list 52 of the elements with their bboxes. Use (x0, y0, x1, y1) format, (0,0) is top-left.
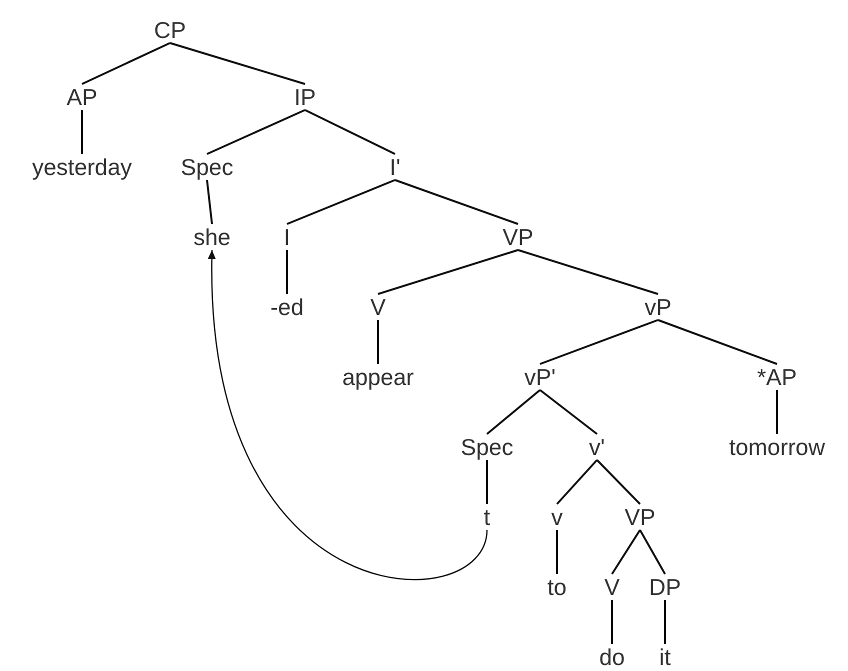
tree-branch (170, 42, 306, 85)
node-label: Spec (460, 434, 514, 460)
tree-branch (286, 250, 288, 294)
tree-branch (377, 320, 379, 364)
tree-branch (540, 319, 658, 365)
node-label: I (284, 224, 290, 250)
tree-branch (304, 109, 396, 155)
movement-arrow (208, 250, 488, 580)
node-label: AP (66, 84, 98, 110)
node-label: v' (589, 434, 605, 460)
node-label: VP (502, 224, 534, 250)
node-label: it (659, 644, 671, 670)
tree-branch (81, 110, 83, 154)
node-label: IP (294, 84, 316, 110)
node-label: V (604, 574, 620, 600)
tree-branch (539, 389, 598, 435)
tree-branch (611, 529, 641, 575)
node-label: she (193, 224, 231, 250)
node-label: VP (624, 504, 656, 530)
tree-branch (486, 389, 541, 435)
tree-branch (611, 600, 613, 644)
node-label: V (370, 294, 386, 320)
node-label: appear (342, 364, 414, 390)
tree-branch (556, 530, 558, 574)
node-label: yesterday (32, 154, 132, 180)
node-label: DP (649, 574, 681, 600)
tree-branch (394, 179, 518, 225)
node-label: vP (644, 294, 672, 320)
tree-branch (206, 109, 306, 155)
tree-branch (556, 459, 598, 505)
node-label: tomorrow (729, 434, 825, 460)
tree-branch (486, 460, 488, 504)
node-label: Spec (180, 154, 234, 180)
node-label: vP' (524, 364, 556, 390)
node-label: t (484, 504, 490, 530)
tree-branch (518, 249, 658, 295)
node-label: I' (390, 154, 400, 180)
tree-branch (776, 390, 778, 434)
tree-branch (206, 180, 213, 224)
tree-branch (596, 459, 641, 505)
node-label: *AP (757, 364, 797, 390)
node-label: do (599, 644, 625, 670)
tree-branch (664, 600, 666, 644)
node-label: v (551, 504, 563, 530)
node-label: CP (154, 17, 186, 43)
tree-branch (82, 42, 170, 85)
tree-branch (286, 179, 396, 225)
tree-branch (378, 249, 518, 295)
tree-branch (639, 530, 666, 574)
node-label: to (547, 574, 567, 600)
tree-branch (658, 319, 778, 365)
node-label: -ed (270, 294, 304, 320)
